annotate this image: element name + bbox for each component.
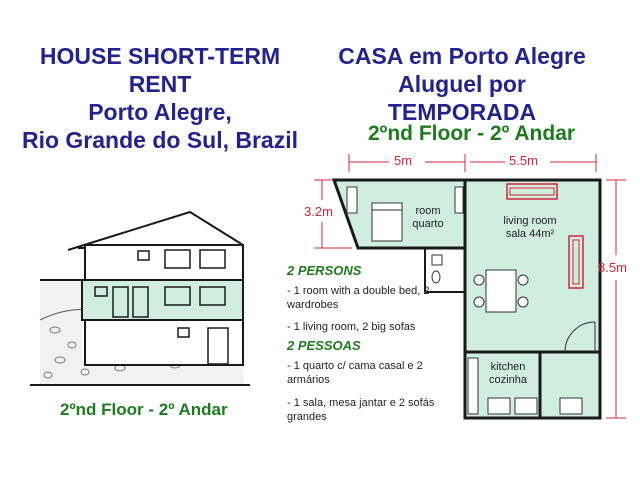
dimension-height-small: 3.2m	[304, 204, 333, 219]
title-en-line-1: HOUSE SHORT-TERM RENT	[39, 43, 281, 97]
description-en-item: - 1 living room, 2 big sofas	[287, 321, 416, 333]
kitchen-label-en: kitchen	[490, 361, 526, 373]
title-pt-line-1: CASA em Porto Alegre	[338, 43, 586, 69]
floor-label-plan: 2ºnd Floor - 2º Andar	[368, 122, 576, 145]
persons-heading-en: 2 PERSONS	[287, 263, 362, 278]
description-pt-item: - 1 sala, mesa jantar e 2 sofás grandes	[287, 397, 435, 423]
dimension-width-left: 5m	[394, 153, 413, 168]
description-pt-item: - 1 quarto c/ cama casal e 2 armários	[287, 360, 423, 386]
room-label-bedroom: room quarto	[408, 205, 448, 231]
house-elevation	[30, 210, 250, 386]
title-portuguese: CASA em Porto Alegre Aluguel por TEMPORA…	[322, 42, 602, 126]
room-label-living: living room sala 44m²	[480, 215, 580, 241]
room-label-kitchen: kitchen cozinha	[478, 361, 538, 387]
floor-plan	[331, 178, 602, 420]
living-label-pt: sala 44m²	[505, 228, 555, 240]
persons-heading-pt: 2 PESSOAS	[287, 338, 361, 353]
title-pt-line-2: Aluguel por TEMPORADA	[387, 71, 537, 125]
room-label-pt: quarto	[412, 218, 444, 230]
dimension-height-total: 8.5m	[598, 260, 627, 275]
title-en-line-3: Rio Grande do Sul, Brazil	[21, 127, 299, 153]
living-label-en: living room	[503, 215, 557, 227]
description-en-item: - 1 room with a double bed, 2 wardrobes	[287, 285, 430, 311]
floor-label-elevation: 2ºnd Floor - 2º Andar	[60, 400, 228, 419]
room-label-en: room	[415, 205, 441, 217]
title-english: HOUSE SHORT-TERM RENT Porto Alegre, Rio …	[10, 42, 310, 154]
dimension-width-right: 5.5m	[509, 153, 538, 168]
dimension-lines	[314, 154, 626, 419]
title-en-line-2: Porto Alegre,	[88, 99, 232, 125]
kitchen-label-pt: cozinha	[489, 374, 527, 386]
